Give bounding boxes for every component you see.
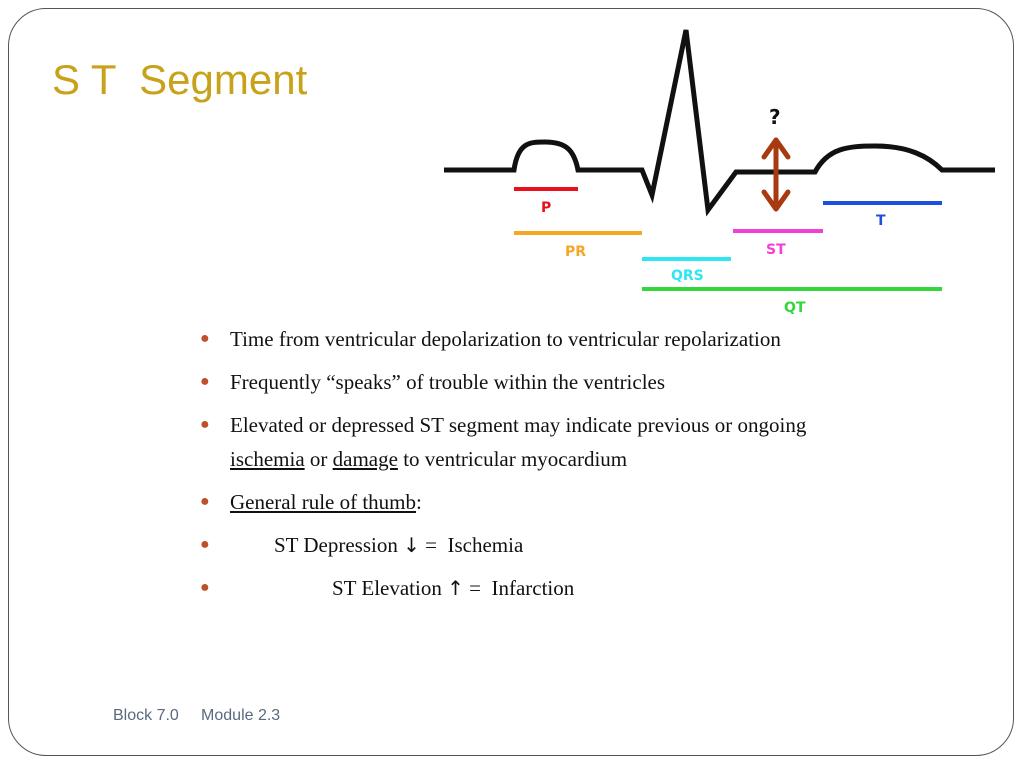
slide-title: S T Segment <box>52 56 308 103</box>
rule-of-thumb-colon: : <box>416 490 422 514</box>
qt-interval-label: QT <box>784 300 806 316</box>
question-mark-label: ? <box>769 105 781 129</box>
p-wave-label: P <box>541 200 551 216</box>
bullet-item: ● ST Elevation ↑ = Infarction <box>198 571 878 605</box>
ischemia-result: = Ischemia <box>419 533 524 557</box>
bullet-list: ● Time from ventricular depolarization t… <box>198 322 878 614</box>
bullet-text-end: to ventricular myocardium <box>397 447 628 471</box>
st-segment-label: ST <box>766 242 786 258</box>
ecg-trace <box>444 29 995 217</box>
damage-term: damage <box>332 447 398 471</box>
down-arrow-icon: ↓ <box>403 533 420 557</box>
bullet-item: ● Frequently “speaks” of trouble within … <box>198 365 878 399</box>
pr-interval-label: PR <box>565 244 586 260</box>
infarction-result: = Infarction <box>463 576 575 600</box>
st-depression-text: ST Depression <box>274 533 404 557</box>
rule-of-thumb-heading: General rule of thumb <box>230 490 417 514</box>
double-arrow-icon <box>761 137 791 212</box>
up-arrow-icon: ↑ <box>447 576 464 600</box>
bullet-dot-icon: ● <box>200 579 210 596</box>
slide-footer: Block 7.0 Module 2.3 <box>113 707 281 724</box>
t-wave-label: T <box>876 213 886 229</box>
bullet-dot-icon: ● <box>200 416 210 433</box>
qrs-complex-label: QRS <box>671 268 704 284</box>
bullet-item: ● General rule of thumb: <box>198 485 878 519</box>
bullet-dot-icon: ● <box>200 330 210 347</box>
bullet-text-start: Elevated or depressed ST segment may ind… <box>230 413 817 437</box>
bullet-text: Time from ventricular depolarization to … <box>230 327 781 351</box>
bullet-item: ● Elevated or depressed ST segment may i… <box>198 408 878 476</box>
bullet-text-connector: or <box>304 447 333 471</box>
bullet-dot-icon: ● <box>200 373 210 390</box>
bullet-item: ● Time from ventricular depolarization t… <box>198 322 878 356</box>
ecg-diagram: P PR QRS ST T QT ? <box>444 29 995 316</box>
bullet-item: ● ST Depression ↓ = Ischemia <box>198 528 878 562</box>
bullet-dot-icon: ● <box>200 536 210 553</box>
bullet-dot-icon: ● <box>200 493 210 510</box>
bullet-text: Frequently “speaks” of trouble within th… <box>230 370 666 394</box>
slide-frame <box>8 8 1014 756</box>
st-elevation-text: ST Elevation <box>332 576 448 600</box>
ischemia-term: ischemia <box>230 447 305 471</box>
